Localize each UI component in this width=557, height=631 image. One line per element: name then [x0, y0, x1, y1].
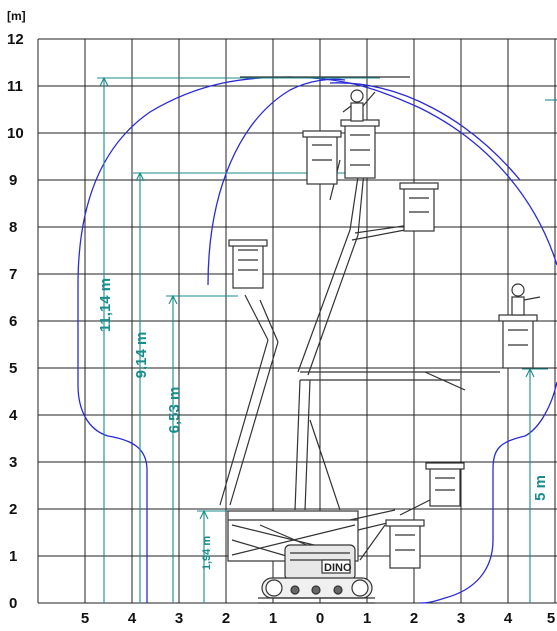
- x-tick-label: 0: [316, 610, 324, 627]
- x-tick-label: 5: [547, 610, 555, 627]
- basket-2: [302, 130, 342, 185]
- x-tick-label: 2: [222, 610, 230, 627]
- dimension-label-5: 5 m: [532, 475, 549, 501]
- dimension-lines: [97, 76, 557, 603]
- operator-figures: [342, 89, 541, 316]
- work-platforms: [228, 119, 538, 569]
- y-axis-labels: 0 1 2 3 4 5 6 7 8 9 10 11 12: [7, 31, 24, 612]
- y-tick-label: 3: [9, 454, 17, 471]
- y-tick-label: 2: [9, 501, 17, 518]
- operator-right: [511, 283, 541, 316]
- y-tick-label: 8: [9, 219, 17, 236]
- x-tick-label: 4: [504, 610, 513, 627]
- y-tick-label: 6: [9, 313, 17, 330]
- x-tick-label: 3: [175, 610, 183, 627]
- x-tick-label: 2: [410, 610, 418, 627]
- y-tick-label: 1: [9, 548, 17, 565]
- y-tick-label: 0: [9, 595, 17, 612]
- basket-3: [340, 119, 380, 179]
- machine-base: [227, 510, 375, 604]
- y-tick-label: 11: [7, 78, 23, 95]
- x-tick-label: 3: [457, 610, 465, 627]
- basket-7: [385, 519, 425, 569]
- x-tick-label: 1: [269, 610, 277, 627]
- y-tick-label: 4: [9, 407, 18, 424]
- basket-1: [228, 239, 268, 289]
- working-envelope: [77, 76, 557, 604]
- basket-4: [399, 182, 439, 232]
- y-tick-label: 7: [9, 266, 17, 283]
- y-tick-label: 5: [9, 360, 17, 377]
- dimension-label-1-94: 1,94 m: [201, 536, 213, 570]
- y-tick-label: 12: [7, 31, 24, 48]
- boom-configurations: [219, 149, 500, 561]
- y-tick-label: 10: [7, 125, 24, 142]
- x-tick-label: 1: [363, 610, 371, 627]
- dimension-label-6-53: 6,53 m: [166, 387, 183, 434]
- y-tick-label: 9: [9, 172, 17, 189]
- dimension-label-9-14: 9,14 m: [133, 332, 150, 379]
- machine-brand-label: DINO: [324, 562, 352, 574]
- x-axis-labels: 5 4 3 2 1 0 1 2 3 4 5: [81, 610, 555, 627]
- operator-top: [342, 89, 376, 122]
- basket-6: [425, 462, 465, 507]
- dimension-label-11-14: 11,14 m: [97, 278, 114, 332]
- x-tick-label: 4: [128, 610, 137, 627]
- unit-label: [m]: [7, 9, 26, 23]
- basket-5: [498, 314, 538, 369]
- x-tick-label: 5: [81, 610, 89, 627]
